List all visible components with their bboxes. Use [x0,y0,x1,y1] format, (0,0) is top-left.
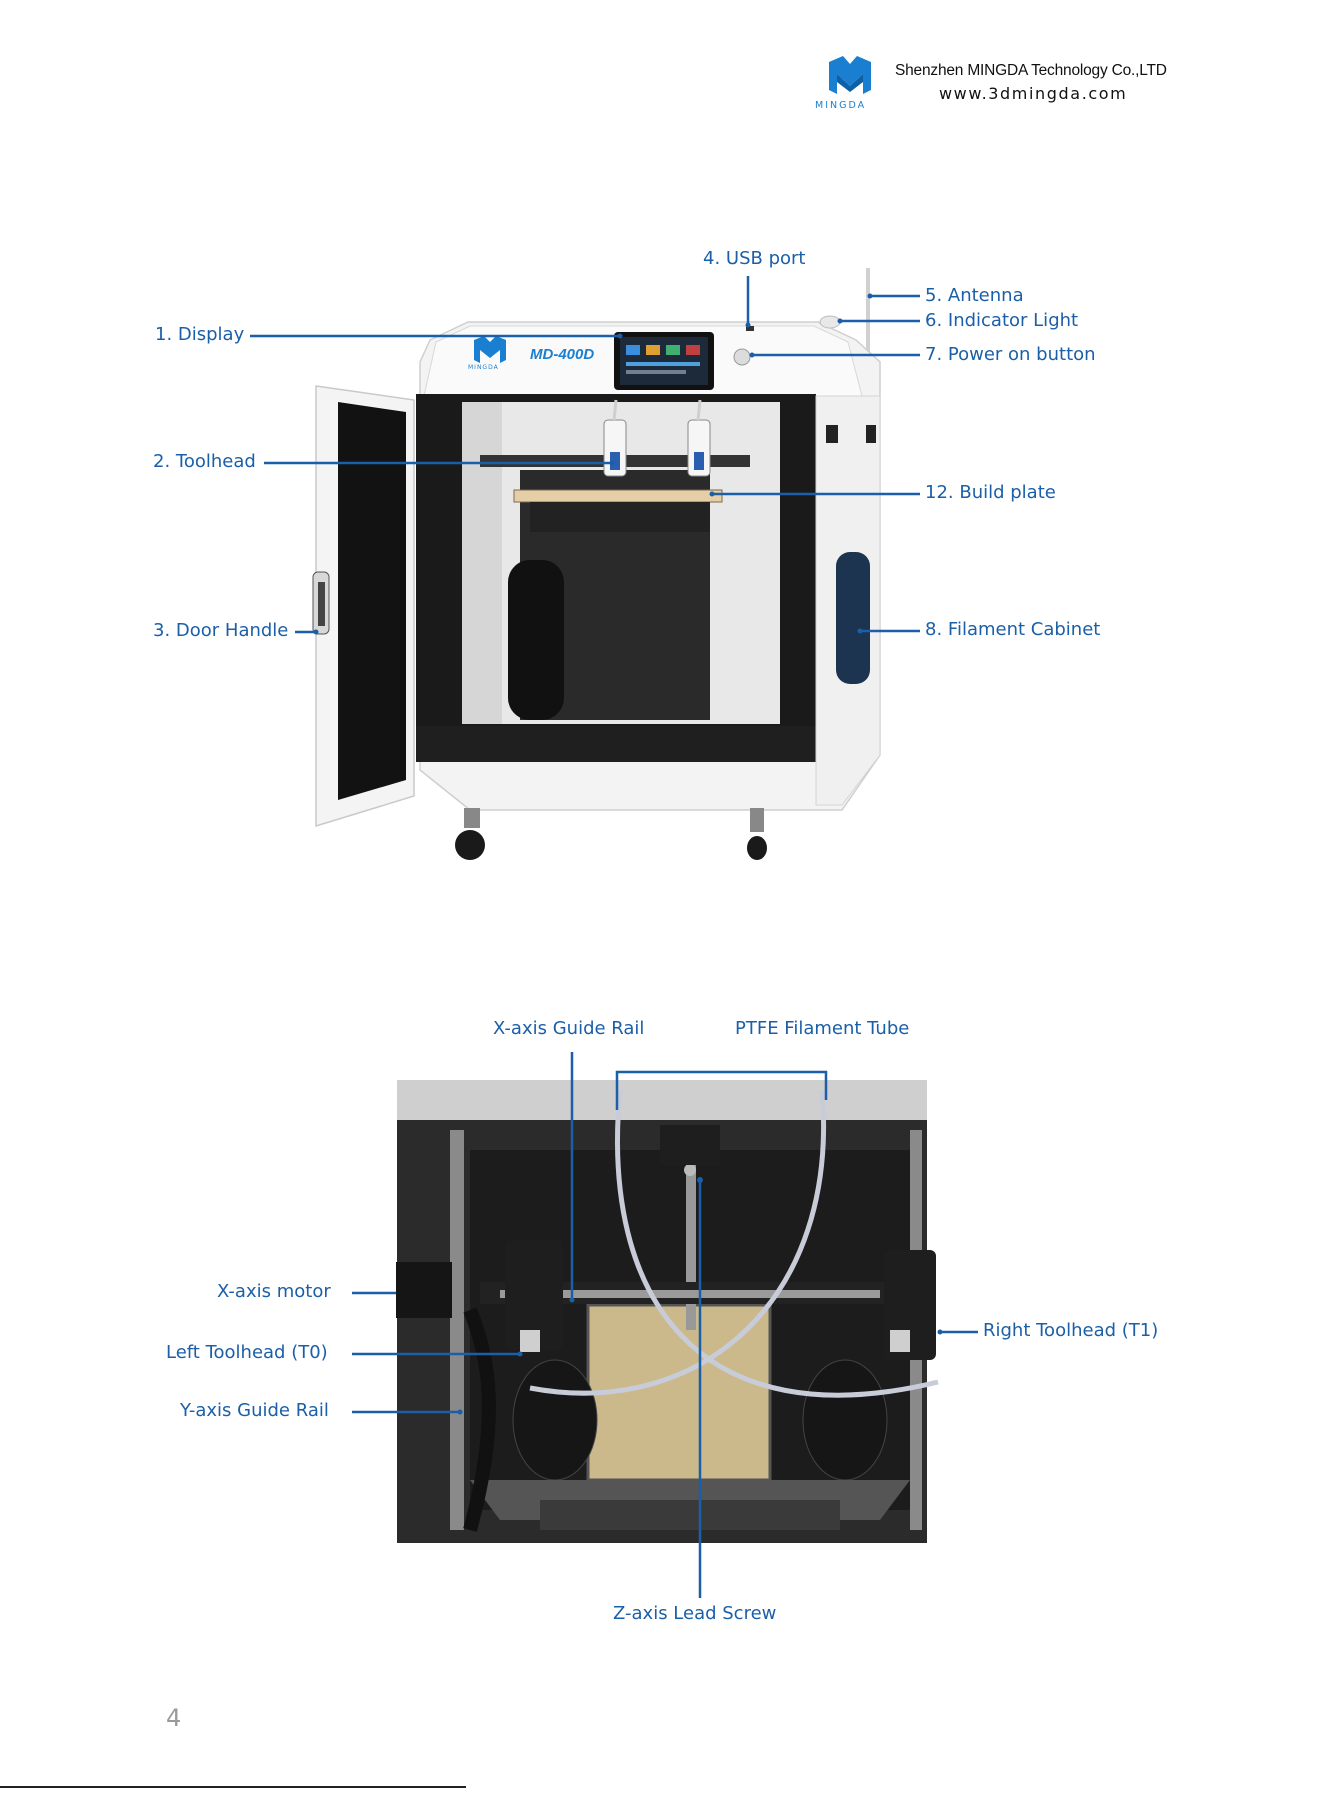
x-axis-motor [396,1262,452,1318]
filament-cabinet-window [836,552,870,684]
front-logo-wordmark: MINGDA [468,364,499,371]
power-button [733,348,751,366]
usb-slot [746,326,754,331]
label-left-toolhead: Left Toolhead (T0) [166,1342,328,1363]
callout-lines [250,276,920,634]
interior-illustration [352,1052,978,1598]
label-indicator-light: 6. Indicator Light [925,310,1079,331]
label-usb-port: 4. USB port [703,248,806,269]
antenna-rod [866,268,870,356]
label-build-plate: 12. Build plate [925,482,1056,503]
mingda-logo-icon [829,56,871,94]
label-z-axis-lead-screw: Z-axis Lead Screw [613,1603,777,1624]
label-x-axis-guide-rail: X-axis Guide Rail [493,1018,645,1039]
printer-illustration [250,268,920,860]
interior-toolhead-left [505,1240,563,1350]
ptfe-tubes [529,1089,939,1398]
y-axis-guide-rail [450,1130,464,1530]
indicator-light [819,315,841,329]
build-plate [513,489,723,503]
label-door-handle: 3. Door Handle [153,620,289,641]
caster-left [455,830,485,860]
caster-right [747,836,767,860]
label-right-toolhead: Right Toolhead (T1) [983,1320,1159,1341]
brand-header: MINGDA Shenzhen MINGDA Technology Co.,LT… [815,48,1195,111]
spool-left [512,1359,598,1481]
company-website: www.3dmingda.com [939,84,1128,103]
label-display: 1. Display [155,324,245,345]
label-y-axis-guide-rail: Y-axis Guide Rail [180,1400,329,1421]
model-badge: MD-400D [530,346,595,363]
page-number: 4 [166,1704,182,1732]
label-antenna: 5. Antenna [925,285,1024,306]
company-name: Shenzhen MINGDA Technology Co.,LTD [895,62,1167,79]
label-filament-cabinet: 8. Filament Cabinet [925,619,1101,640]
footer-rule [0,1786,466,1788]
cable-chain [463,1307,496,1532]
z-axis-lead-screw [686,1130,696,1330]
interior-callout-lines [352,1052,978,1598]
front-logo-icon [474,336,506,363]
label-x-axis-motor: X-axis motor [217,1281,331,1302]
label-toolhead: 2. Toolhead [153,451,256,472]
label-power-button: 7. Power on button [925,344,1096,365]
logo-wordmark: MINGDA [815,100,867,111]
spool-right [802,1359,888,1481]
label-ptfe-tube: PTFE Filament Tube [735,1018,910,1039]
